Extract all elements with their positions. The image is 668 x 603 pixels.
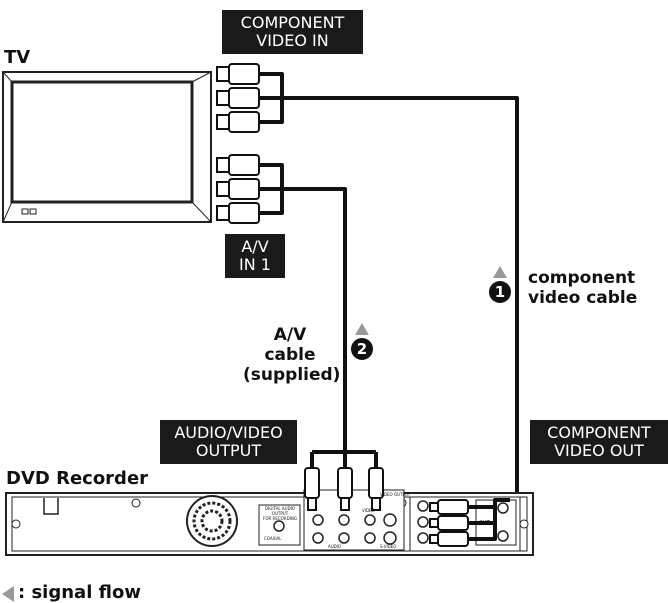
av-cable <box>259 163 378 468</box>
signal-flow-arrow <box>2 586 14 602</box>
tv-component-plugs <box>216 63 260 133</box>
dvd-component-plugs <box>429 499 469 547</box>
step-2-badge: 2 <box>351 338 373 360</box>
video-text: VIDEO <box>362 508 375 513</box>
signal-arrow-2 <box>355 323 369 335</box>
signal-flow-legend: : signal flow <box>18 582 141 603</box>
audio-text: AUDIO <box>328 544 342 549</box>
tv-label: TV <box>4 47 31 68</box>
out-text: OUT <box>479 520 490 526</box>
tv-av-plugs <box>216 154 260 224</box>
dvd-component-wires <box>468 498 510 541</box>
tv-set <box>2 71 212 223</box>
coaxial-text: COAXIAL <box>264 536 282 541</box>
step-1-badge: 1 <box>489 281 511 303</box>
svideo-text: S-VIDEO <box>380 544 397 549</box>
video-output-text: VIDEO OUTPUT <box>380 492 411 497</box>
dvd-recorder-label: DVD Recorder <box>6 468 149 489</box>
component-cable <box>259 72 519 502</box>
dvd-av-plugs <box>304 467 384 511</box>
signal-arrow-1 <box>493 266 507 278</box>
